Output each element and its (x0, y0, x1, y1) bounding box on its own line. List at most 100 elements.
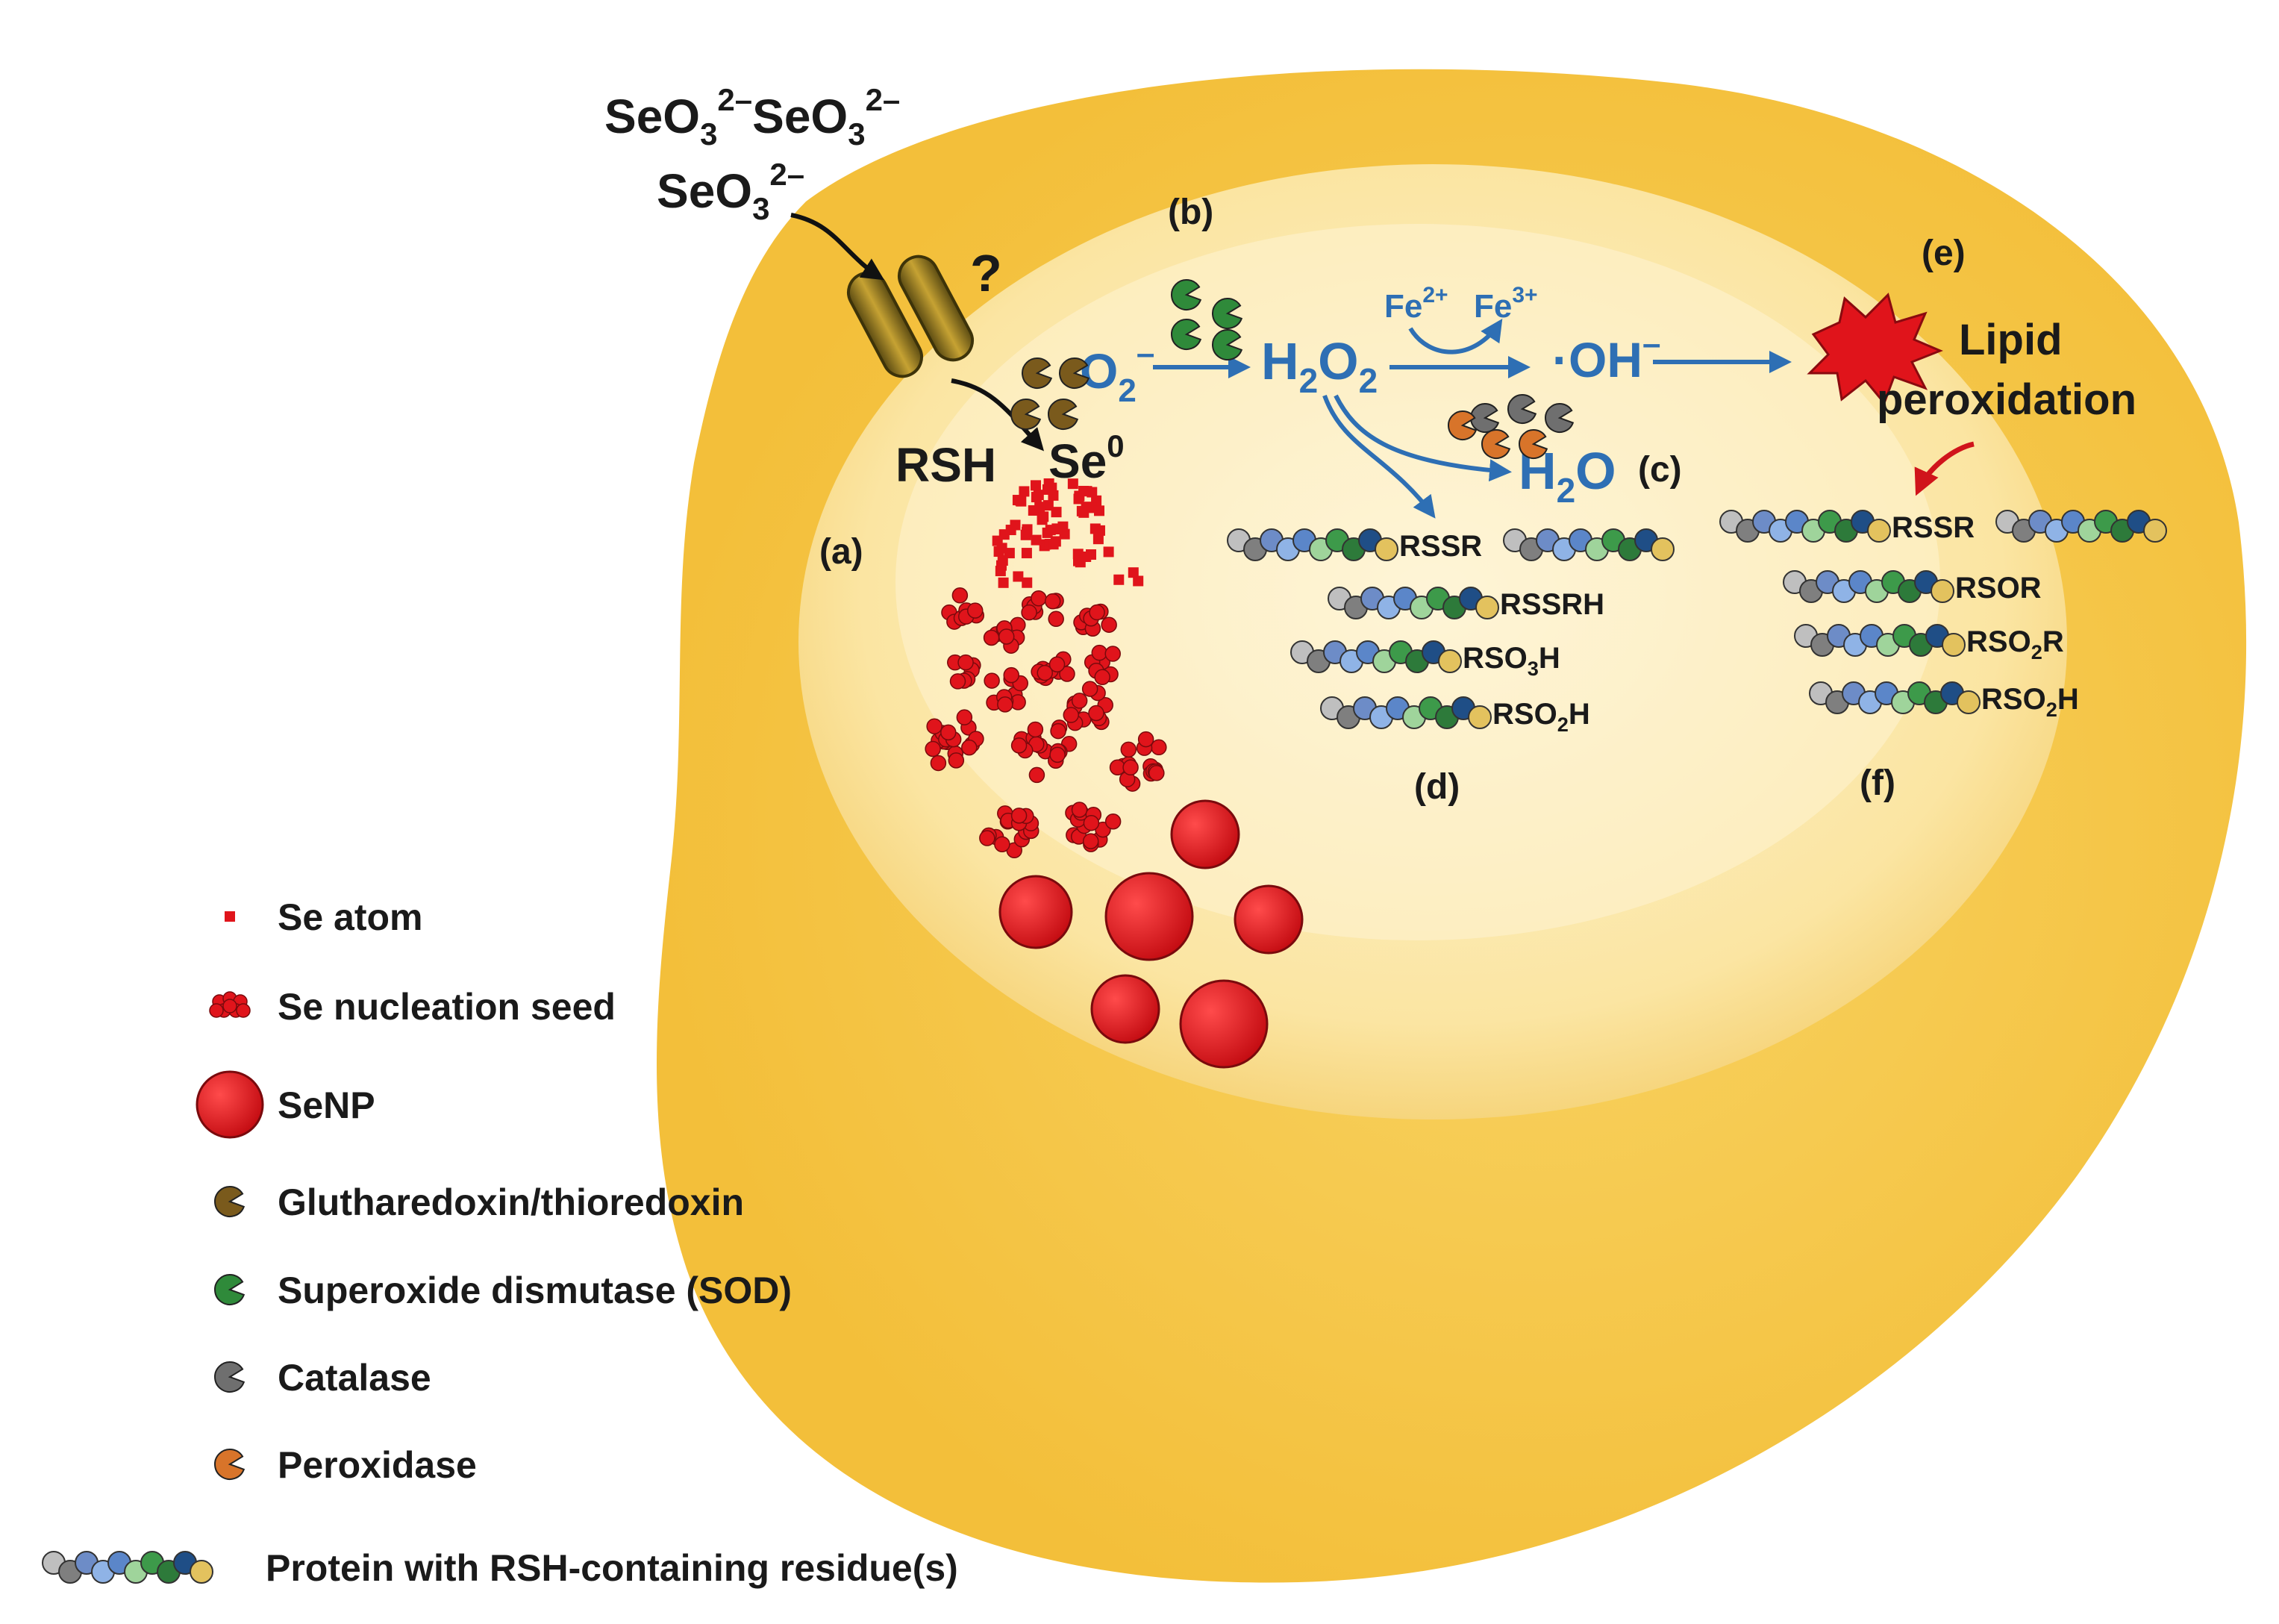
se-atom-icon (1022, 577, 1033, 588)
legend-label: Se nucleation seed (278, 986, 616, 1028)
catalase-enzyme-icon (1507, 394, 1537, 424)
step-label-a: (a) (819, 532, 863, 572)
se-atom-icon (1031, 492, 1042, 503)
se-atom-icon (1042, 484, 1053, 495)
se-atom-icon (1092, 534, 1104, 545)
se-nucleation-seed-icon (947, 654, 981, 690)
senp-icon (1234, 884, 1304, 955)
arrow-selenite-to-channel (790, 213, 885, 281)
protein-product-row: RSO3H (1290, 640, 1560, 680)
step-label-b: (b) (1168, 193, 1213, 232)
protein-chain-icon (1809, 681, 1981, 714)
se-nucleation-seed-icon (983, 616, 1026, 654)
protein-product-label: RSO3H (1463, 642, 1560, 680)
protein-product-label: RSOR (1955, 572, 2042, 605)
se-nucleation-seed-icon (1065, 802, 1122, 852)
legend-sod-icon (214, 1274, 246, 1305)
se-atom-icon (1093, 505, 1104, 516)
se-nucleation-seed-icon (1010, 719, 1078, 784)
selenite-dimer-label: SeO32–SeO32– (604, 82, 900, 152)
protein-product-row: RSSR (1719, 510, 2167, 544)
legend-gluth-icon (214, 1186, 246, 1217)
se-atom-icon (1103, 546, 1114, 558)
legend-item: Peroxidase (214, 1444, 477, 1486)
se-nucleation-seed-icon (1073, 603, 1117, 637)
protein-chain-icon (1794, 624, 1966, 657)
se-nucleation-seed-icon (979, 805, 1040, 859)
se-atom-icon (1081, 551, 1092, 562)
se-seed-clusters (925, 587, 1167, 859)
se-atom-icon (1113, 574, 1125, 585)
legend-item: Superoxide dismutase (SOD) (214, 1269, 792, 1311)
arrow-lipid-to-proteins (1914, 441, 1975, 496)
cell (657, 69, 2247, 1583)
protein-product-row: RSO2H (1809, 681, 2079, 721)
legend-se-atom-icon (225, 911, 235, 922)
rsh-label: RSH (895, 438, 996, 492)
protein-product-label: RSO2H (1981, 683, 2079, 721)
h2o2-label: H2O2 (1261, 332, 1378, 400)
se-nucleation-seed-icon (1021, 590, 1064, 628)
sod-enzyme-icon (1212, 298, 1243, 329)
protein-chain-icon (1719, 510, 1891, 543)
se-atom-icon (1019, 486, 1030, 497)
se-atom-icon (1087, 487, 1098, 498)
se-atom-icon (1021, 548, 1032, 559)
channel-rod-left (846, 271, 924, 378)
legend-item: Glutharedoxin/thioredoxin (214, 1181, 744, 1223)
legend-senp-icon (196, 1070, 264, 1139)
fe3-label: Fe3+ (1474, 283, 1538, 325)
se-atom-icon (998, 577, 1009, 588)
se-atom-icon (1128, 567, 1139, 578)
se-atom-icon (1022, 526, 1033, 537)
se-atom-icon (1094, 525, 1105, 536)
legend-item: Se atom (225, 896, 423, 938)
se-atom-icon (1010, 519, 1021, 531)
step-label-d: (d) (1414, 767, 1460, 807)
legend-label: Catalase (278, 1357, 431, 1399)
hydroxyl-label: ·OH– (1552, 325, 1660, 387)
step-label-e: (e) (1922, 234, 1966, 273)
legend-item: Protein with RSH-containing residue(s) (42, 1547, 958, 1589)
sod-enzyme-icon (1171, 319, 1202, 350)
se-atom-icon (1081, 502, 1092, 513)
protein-chain-icon (1783, 570, 1954, 603)
sod-enzyme-icon (1212, 329, 1243, 360)
legend-label: Superoxide dismutase (SOD) (278, 1269, 792, 1311)
se-nucleation-seed-icon (1109, 731, 1167, 792)
protein-product-label: RSSRH (1500, 588, 1604, 621)
se-atom-icon (1051, 507, 1062, 518)
se-atom-icon (996, 543, 1007, 554)
legend-label: Se atom (278, 896, 423, 938)
se-atom-cloud (992, 478, 1144, 588)
protein-product-label: RSO2H (1492, 698, 1590, 736)
protein-chain-icon (1503, 528, 1675, 561)
sod-enzyme-icon (1171, 279, 1202, 310)
se-atom-icon (1012, 495, 1023, 506)
se-nucleation-seed-icon (925, 709, 984, 772)
enzyme-markers (1010, 279, 1575, 459)
se-atom-icon (1042, 500, 1054, 511)
legend-item: SeNP (196, 1070, 375, 1139)
se-nucleation-seed-icon (1031, 651, 1075, 687)
arrow-channel-to-se0 (951, 378, 1045, 452)
se-atom-icon (1074, 490, 1085, 502)
catalase-enzyme-icon (1545, 403, 1575, 433)
legend-label: Protein with RSH-containing residue(s) (266, 1547, 958, 1589)
se-atom-icon (995, 560, 1007, 571)
se-atom-icon (1042, 527, 1053, 538)
se-atom-icon (1038, 511, 1049, 522)
legend-se-seed-icon (209, 991, 251, 1018)
se-atom-icon (998, 529, 1010, 540)
legend-peroxidase-icon (214, 1449, 246, 1480)
protein-chain-icon (1328, 587, 1499, 619)
peroxidase-enzyme-icon (1448, 410, 1478, 440)
gluth-enzyme-icon (1022, 357, 1053, 389)
protein-chain-icon (1290, 640, 1462, 673)
protein-product-row: RSSRH (1328, 587, 1604, 621)
se-atom-icon (1067, 478, 1078, 490)
senp-icon (1179, 979, 1269, 1069)
se-nucleation-seed-icon (1063, 681, 1113, 731)
